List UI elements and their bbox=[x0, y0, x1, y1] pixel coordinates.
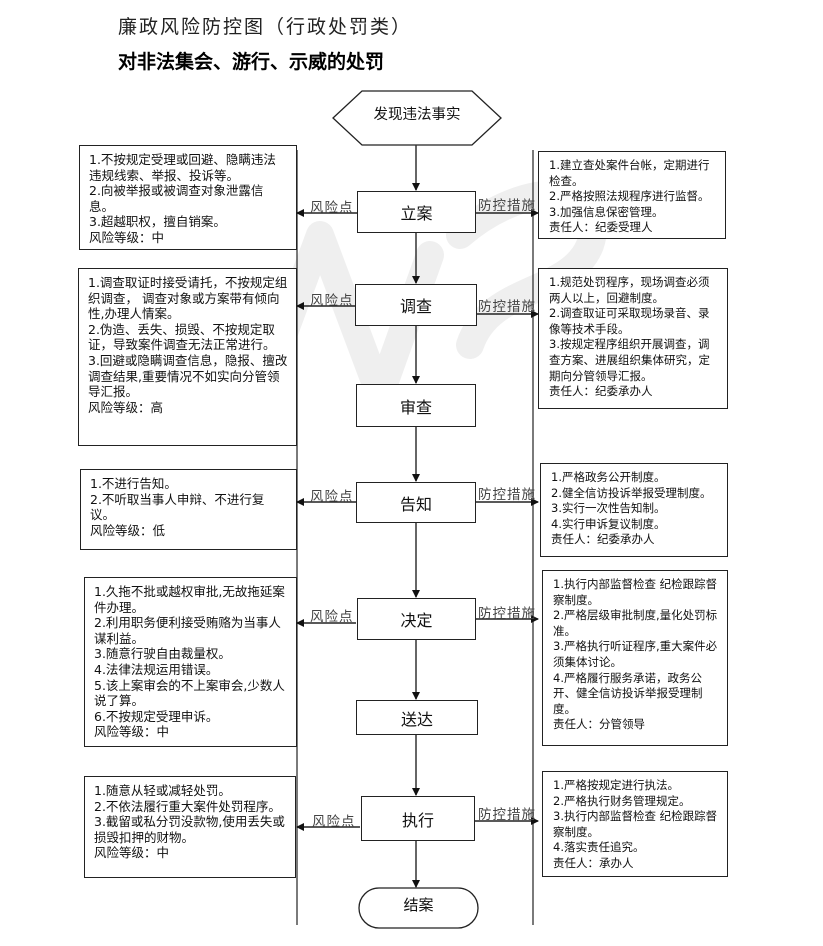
risk-box-gaozhi: 1.不进行告知。 2.不听取当事人申辩、不进行复议。 风险等级：低 bbox=[80, 469, 297, 550]
step-shencha: 审查 bbox=[356, 384, 476, 427]
step-songda-label: 送达 bbox=[400, 709, 433, 729]
risk-label-diaocha: 风险点 bbox=[310, 293, 354, 309]
control-label-jueding: 防控措施 bbox=[478, 606, 536, 622]
step-songda: 送达 bbox=[356, 700, 478, 735]
risk-label-lian: 风险点 bbox=[310, 200, 354, 216]
risk-level: 风险等级：低 bbox=[90, 522, 166, 538]
control-label-gaozhi: 防控措施 bbox=[478, 487, 536, 503]
step-shencha-label: 审查 bbox=[399, 397, 432, 417]
risk-item: 3.截留或私分罚没款物,使用丢失或损毁扣押的财物。 bbox=[94, 814, 285, 845]
step-lian: 立案 bbox=[357, 191, 476, 233]
control-item: 3.加强信息保密管理。 bbox=[549, 204, 664, 219]
risk-item: 1.调查取证时接受请托，不按规定组织调查， 调查对象或方案带有倾向性,办理人情案… bbox=[88, 275, 288, 322]
control-box-diaocha: 1.规范处罚程序，现场调查必须两人以上，回避制度。 2.调查取证可采取现场录音、… bbox=[538, 268, 728, 409]
control-box-jueding: 1.执行内部监督检查 纪检跟踪督察制度。 2.严格层级审批制度,量化处罚标准。 … bbox=[542, 570, 728, 746]
control-box-zhixing: 1.严格按规定进行执法。 2.严格执行财务管理规定。 3.执行内部监督检查 纪检… bbox=[542, 771, 728, 877]
control-item: 2.严格层级审批制度,量化处罚标准。 bbox=[553, 608, 718, 638]
risk-item: 2.不听取当事人申辩、不进行复议。 bbox=[90, 491, 265, 523]
control-item: 3.执行内部监督检查 纪检跟踪督察制度。 bbox=[553, 809, 718, 839]
risk-item: 1.随意从轻或减轻处罚。 bbox=[94, 783, 231, 798]
control-label-lian: 防控措施 bbox=[478, 198, 536, 214]
control-label-zhixing: 防控措施 bbox=[478, 807, 536, 823]
risk-item: 3.超越职权，擅自销案。 bbox=[89, 214, 226, 230]
risk-label-gaozhi: 风险点 bbox=[310, 489, 354, 505]
risk-box-jueding: 1.久拖不批或越权审批,无故拖延案件办理。 2.利用职务便利接受贿赂为当事人谋利… bbox=[84, 577, 297, 747]
risk-item: 2.不依法履行重大案件处罚程序。 bbox=[94, 798, 281, 814]
step-diaocha: 调查 bbox=[355, 284, 477, 326]
responsible-person: 责任人：纪委承办人 bbox=[551, 532, 655, 547]
control-item: 2.调查取证可采取现场录音、录像等技术手段。 bbox=[549, 306, 710, 336]
risk-item: 1.不按规定受理或回避、隐瞒违法违规线索、举报、投诉等。 bbox=[89, 152, 276, 183]
step-zhixing-label: 执行 bbox=[401, 810, 434, 830]
control-item: 3.严格执行听证程序,重大案件必须集体讨论。 bbox=[553, 639, 718, 669]
control-label-diaocha: 防控措施 bbox=[478, 299, 536, 315]
control-item: 3.实行一次性告知制。 bbox=[551, 501, 666, 516]
risk-item: 5.该上案审会的不上案审会,少数人说了算。 bbox=[94, 677, 285, 709]
responsible-person: 责任人：纪委受理人 bbox=[549, 220, 653, 235]
control-item: 1.严格政务公开制度。 bbox=[551, 470, 666, 484]
risk-label-zhixing: 风险点 bbox=[312, 814, 356, 830]
control-item: 1.严格按规定进行执法。 bbox=[553, 778, 679, 792]
step-diaocha-label: 调查 bbox=[399, 297, 432, 316]
control-item: 1.建立查处案件台帐，定期进行检查。 bbox=[549, 158, 710, 188]
start-hexagon bbox=[332, 90, 502, 146]
risk-item: 6.不按规定受理申诉。 bbox=[94, 708, 219, 724]
control-box-lian: 1.建立查处案件台帐，定期进行检查。 2.严格按照法规程序进行监督。 3.加强信… bbox=[538, 151, 726, 239]
control-item: 2.严格执行财务管理规定。 bbox=[553, 793, 691, 808]
risk-item: 3.回避或隐瞒调查信息，隐报、擅改调查结果,重要情况不如实向分管领导汇报。 bbox=[88, 352, 288, 400]
risk-level: 风险等级：中 bbox=[94, 845, 170, 861]
control-item: 4.落实责任追究。 bbox=[553, 840, 645, 855]
risk-item: 4.法律法规运用错误。 bbox=[94, 661, 219, 677]
control-item: 1.规范处罚程序，现场调查必须两人以上，回避制度。 bbox=[549, 275, 710, 305]
control-item: 1.执行内部监督检查 纪检跟踪督察制度。 bbox=[553, 577, 718, 607]
risk-box-zhixing: 1.随意从轻或减轻处罚。 2.不依法履行重大案件处罚程序。 3.截留或私分罚没款… bbox=[84, 776, 296, 878]
risk-item: 1.不进行告知。 bbox=[90, 476, 177, 491]
step-jueding-label: 决定 bbox=[400, 611, 433, 630]
risk-level: 风险等级：中 bbox=[94, 724, 170, 740]
responsible-person: 责任人：纪委承办人 bbox=[549, 384, 653, 399]
risk-level: 风险等级：中 bbox=[89, 229, 165, 245]
step-lian-label: 立案 bbox=[400, 204, 433, 223]
end-node-label: 结案 bbox=[403, 896, 434, 914]
risk-box-diaocha: 1.调查取证时接受请托，不按规定组织调查， 调查对象或方案带有倾向性,办理人情案… bbox=[78, 268, 297, 446]
risk-label-jueding: 风险点 bbox=[310, 609, 354, 625]
step-jueding: 决定 bbox=[357, 598, 476, 640]
risk-level: 风险等级：高 bbox=[88, 399, 164, 415]
risk-item: 2.伪造、丢失、损毁、不按规定取证，导致案件调查无法正常进行。 bbox=[88, 321, 276, 353]
end-terminator bbox=[358, 887, 479, 929]
risk-item: 3.随意行驶自由裁量权。 bbox=[94, 646, 231, 662]
step-gaozhi: 告知 bbox=[356, 482, 476, 523]
risk-item: 2.向被举报或被调查对象泄露信息。 bbox=[89, 183, 264, 214]
risk-item: 1.久拖不批或越权审批,无故拖延案件办理。 bbox=[94, 584, 285, 615]
start-node-label: 发现违法事实 bbox=[373, 107, 461, 123]
responsible-person: 责任人：承办人 bbox=[553, 855, 634, 870]
control-item: 2.健全信访投诉举报受理制度。 bbox=[551, 485, 712, 500]
step-zhixing: 执行 bbox=[361, 796, 475, 841]
risk-box-lian: 1.不按规定受理或回避、隐瞒违法违规线索、举报、投诉等。 2.向被举报或被调查对… bbox=[79, 145, 297, 250]
control-item: 4.实行申诉复议制度。 bbox=[551, 516, 666, 531]
diagram-title: 对非法集会、游行、示威的处罚 bbox=[118, 51, 385, 73]
step-gaozhi-label: 告知 bbox=[399, 494, 432, 514]
responsible-person: 责任人：分管领导 bbox=[553, 717, 645, 732]
control-box-gaozhi: 1.严格政务公开制度。 2.健全信访投诉举报受理制度。 3.实行一次性告知制。 … bbox=[540, 463, 728, 557]
risk-item: 2.利用职务便利接受贿赂为当事人谋利益。 bbox=[94, 615, 281, 646]
diagram-category-title: 廉政风险防控图（行政处罚类） bbox=[118, 16, 413, 38]
control-item: 4.严格履行服务承诺，政务公开、健全信访投诉举报受理制度。 bbox=[553, 670, 703, 716]
control-item: 2.严格按照法规程序进行监督。 bbox=[549, 189, 710, 204]
control-item: 3.按规定程序组织开展调查，调查方案、进展组织集体研究，定期向分管领导汇报。 bbox=[549, 337, 710, 383]
